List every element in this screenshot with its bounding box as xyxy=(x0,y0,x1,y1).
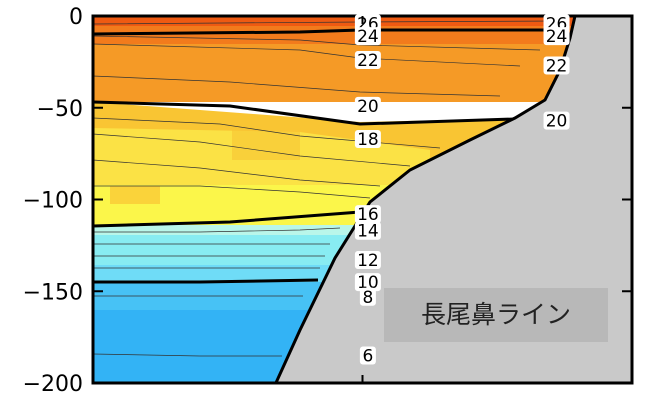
contour-bold-16 xyxy=(93,210,361,228)
contour-17 xyxy=(93,159,381,187)
contour-label: 6 xyxy=(362,346,373,366)
contour-17b xyxy=(93,185,371,199)
warm-patch-2 xyxy=(232,130,300,160)
contour-22 xyxy=(93,43,521,67)
contour-label-bg xyxy=(354,51,381,70)
contour-label: 20 xyxy=(357,97,379,117)
contour-label-bg xyxy=(354,96,381,115)
y-tick-label: −150 xyxy=(23,280,83,305)
contour-7 xyxy=(93,353,282,357)
contour-label-bg xyxy=(543,27,570,46)
contour-18 xyxy=(93,133,411,167)
contour-label-bg xyxy=(354,251,381,270)
contour-bold-10 xyxy=(93,278,319,284)
band-10 xyxy=(93,265,393,282)
contour-label-bg xyxy=(354,273,381,292)
y-axis: 0 −50 −100 −150 −200 xyxy=(23,5,632,393)
bold-contours xyxy=(93,28,565,284)
contour-label-bg xyxy=(543,56,570,75)
contour-label-bg xyxy=(354,27,381,46)
band-14 xyxy=(93,225,393,235)
section-title: 長尾鼻ライン xyxy=(421,300,571,329)
section-title-box xyxy=(384,288,608,342)
contour-21 xyxy=(93,75,501,97)
y-tick-label: −50 xyxy=(37,97,83,122)
contour-23 xyxy=(93,35,541,51)
contour-label-bg xyxy=(354,205,381,224)
contour-label: 24 xyxy=(546,27,568,47)
contour-label: 8 xyxy=(362,288,373,308)
contour-label-bg xyxy=(354,221,381,240)
contour-label: 20 xyxy=(546,112,568,132)
thin-contours xyxy=(93,20,561,357)
contour-label: 16 xyxy=(357,205,379,225)
contour-label: 14 xyxy=(357,222,379,242)
contour-bold-24 xyxy=(93,28,565,36)
contour-label-bg xyxy=(354,129,381,148)
y-tick-label: −200 xyxy=(23,372,83,393)
contour-label-bg xyxy=(359,346,376,365)
contour-label-bg xyxy=(543,111,570,130)
contour-15 xyxy=(93,227,341,233)
contour-label: 12 xyxy=(357,251,379,271)
contour-label: 24 xyxy=(357,27,379,47)
contour-label-bg xyxy=(359,287,376,306)
x-axis xyxy=(92,16,633,383)
contour-bold-20 xyxy=(93,100,546,126)
y-tick-label: 0 xyxy=(69,5,83,30)
y-tick-label: −100 xyxy=(23,189,83,214)
contour-label: 18 xyxy=(357,130,379,150)
contour-label: 22 xyxy=(546,57,568,77)
contour-label: 22 xyxy=(357,51,379,71)
warm-patch xyxy=(110,186,160,204)
